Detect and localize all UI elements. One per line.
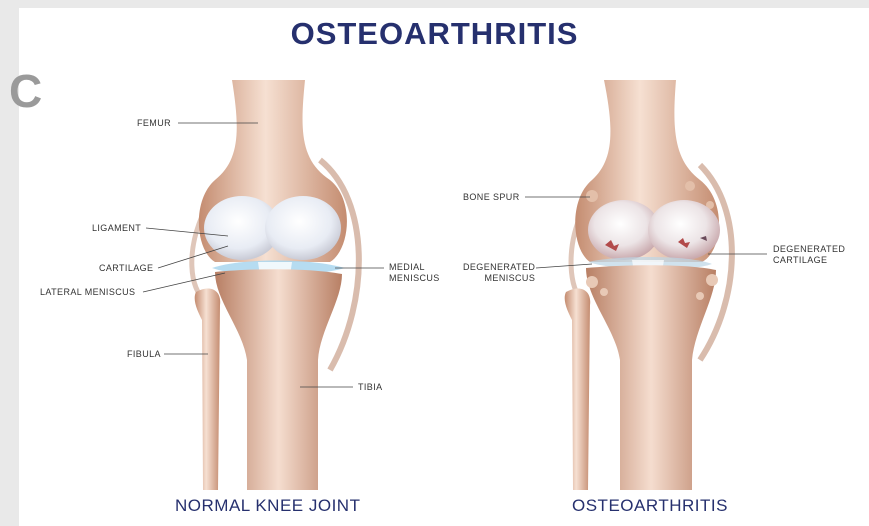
- label-tibia: TIBIA: [358, 382, 383, 393]
- label-cartilage: CARTILAGE: [99, 263, 153, 274]
- label-femur: FEMUR: [137, 118, 171, 129]
- label-medial-meniscus: MEDIAL MENISCUS: [389, 262, 440, 284]
- fibula-shape: [195, 288, 221, 490]
- label-bone-spur: BONE SPUR: [463, 192, 520, 203]
- label-degenerated-cartilage: DEGENERATED CARTILAGE: [773, 244, 845, 266]
- label-fibula: FIBULA: [127, 349, 161, 360]
- caption-osteoarthritis: OSTEOARTHRITIS: [572, 496, 728, 516]
- tibia-shape: [215, 269, 342, 490]
- bone-spur-shape: [586, 190, 598, 202]
- osteoarthritis-knee: [565, 80, 732, 490]
- caption-normal-knee: NORMAL KNEE JOINT: [175, 496, 360, 516]
- normal-knee: [192, 80, 359, 490]
- degenerated-cartilage-shape: [648, 200, 720, 260]
- label-ligament: LIGAMENT: [92, 223, 141, 234]
- label-lateral-meniscus: LATERAL MENISCUS: [40, 287, 135, 298]
- label-degenerated-meniscus: DEGENERATED MENISCUS: [463, 262, 535, 284]
